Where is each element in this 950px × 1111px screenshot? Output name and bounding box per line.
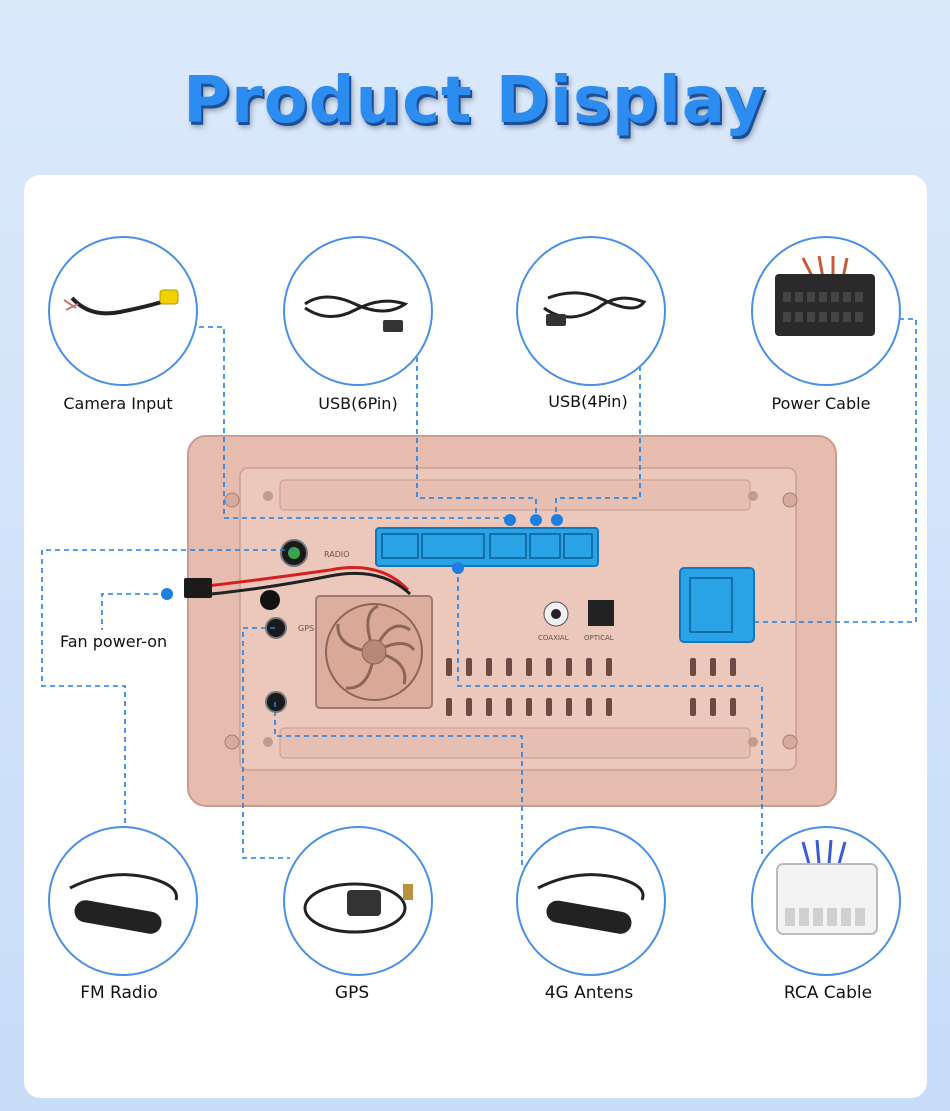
usb-4pin-label: USB(4Pin) [548,392,628,411]
fan-power-on-label: Fan power-on [60,632,168,651]
rca-cable-thumbnail [751,826,901,976]
rca-cable-label: RCA Cable [783,983,873,1003]
page-title: Product Display [183,64,767,138]
fm-radio-label: FM Radio [80,983,158,1003]
gps-port-label: GPS [298,624,314,633]
power-cable-thumbnail [751,236,901,386]
usb-6pin-thumbnail [283,236,433,386]
camera-input-label: Camera Input [63,394,173,413]
power-cable-label: Power Cable [771,394,871,413]
leader-lines [41,318,917,866]
camera-input-thumbnail [48,236,198,386]
4g-antens-thumbnail [516,826,666,976]
leader-dots [161,514,563,600]
gps-label: GPS [334,983,370,1003]
usb-6pin-label: USB(6Pin) [318,394,398,413]
4g-antens-label: 4G Antens [544,983,634,1003]
head-unit-body [184,435,837,807]
usb-4pin-thumbnail [516,236,666,386]
gps-thumbnail [283,826,433,976]
optical-port-label: OPTICAL [584,634,614,642]
coaxial-port-label: COAXIAL [538,634,569,642]
fm-radio-thumbnail [48,826,198,976]
radio-port-label: RADIO [324,550,350,559]
